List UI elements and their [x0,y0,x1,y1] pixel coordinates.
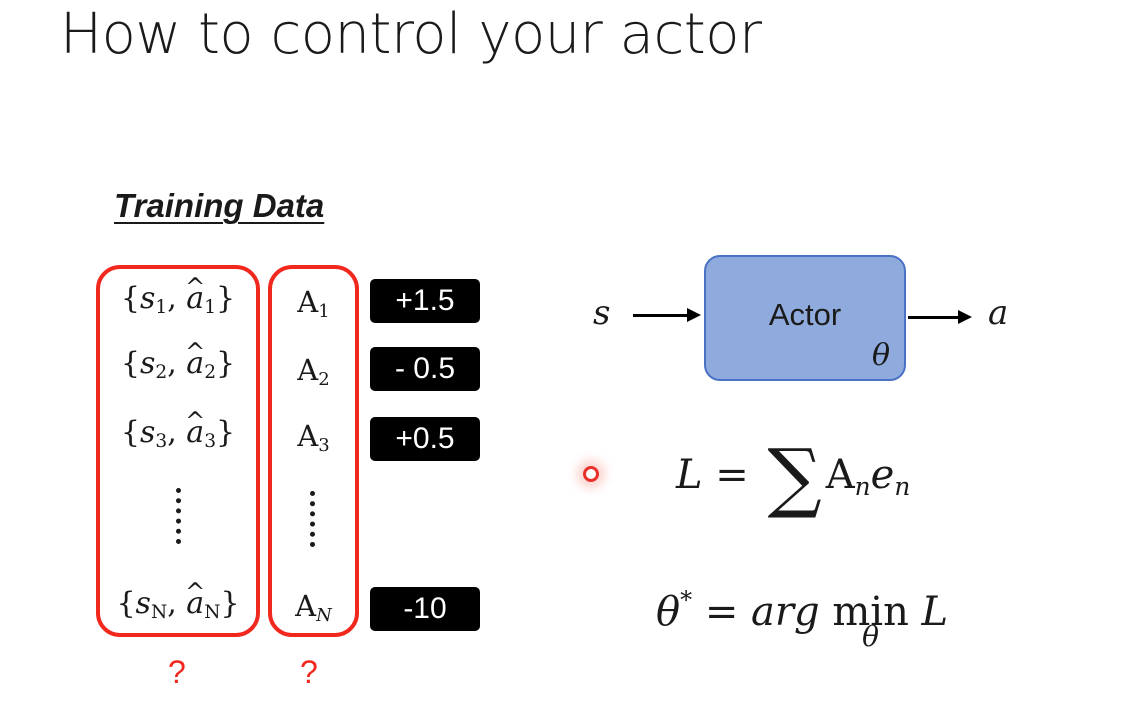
state-action-bracket [96,265,260,637]
input-arrow [633,308,701,322]
training-pair-1: {s1, a1} [100,279,256,328]
training-pair-3: {s3, a3} [100,413,256,462]
loss-equation: L = ∑Anen [676,432,911,522]
question-mark-pairs: ? [168,654,186,690]
score-badge-3: +0.5 [370,417,480,461]
pointer-highlight [583,466,599,482]
pairs-vertical-ellipsis [176,488,187,544]
actor-output-a: a [988,293,1009,333]
advantage-bracket [268,265,359,637]
actor-block: Actor θ [704,255,906,381]
score-badge-1: +1.5 [370,279,480,323]
score-badge-n: -10 [370,587,480,631]
actor-input-s: s [593,293,611,333]
output-arrow [908,310,972,324]
question-mark-advantages: ? [300,654,318,690]
advantage-n: AN [295,589,332,627]
advantage-2: A2 [297,353,330,391]
training-pair-n: {sN, aN} [100,584,256,633]
advantages-vertical-ellipsis [310,491,321,547]
training-data-heading: Training Data [114,187,325,224]
actor-param-theta: θ [871,338,890,373]
advantage-3: A3 [297,419,330,457]
slide-title: How to control your actor [60,2,762,67]
advantage-1: A1 [297,285,330,323]
score-badge-2: - 0.5 [370,347,480,391]
actor-label: Actor [768,297,842,332]
training-pair-2: {s2, a2} [100,344,256,393]
